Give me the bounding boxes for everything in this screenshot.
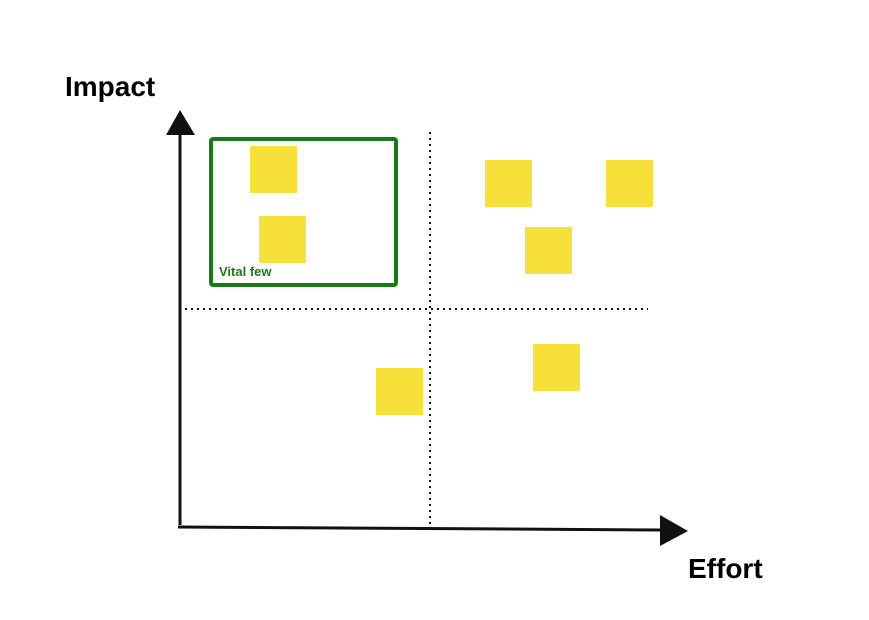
sticky-note[interactable] <box>376 368 423 415</box>
vital-few-box <box>209 137 398 287</box>
sticky-note[interactable] <box>533 344 580 391</box>
x-axis-arrowhead <box>660 515 688 546</box>
x-axis-line <box>177 525 663 532</box>
impact-axis-label: Impact <box>65 71 156 102</box>
vital-few-label: Vital few <box>219 264 272 279</box>
sticky-note[interactable] <box>606 160 653 207</box>
effort-axis-label: Effort <box>688 553 763 584</box>
sticky-note[interactable] <box>259 216 306 263</box>
sticky-note[interactable] <box>250 146 297 193</box>
y-axis-arrowhead <box>166 110 195 135</box>
sticky-note[interactable] <box>525 227 572 274</box>
sticky-note[interactable] <box>485 160 532 207</box>
